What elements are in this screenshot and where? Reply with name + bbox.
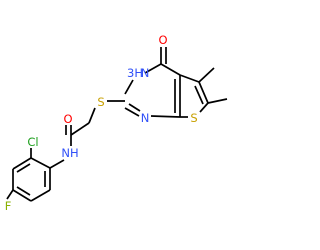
- bond-c5-c6-double: [194, 85, 204, 105]
- bond-c4a-c5: [179, 74, 200, 83]
- atom-s-thiophene: S: [190, 111, 197, 125]
- atom-cl: Cl: [27, 135, 38, 149]
- bond-c2-n1: [124, 107, 140, 117]
- bond-c6-methyl: [207, 98, 228, 104]
- bond-n1-c7a: [150, 115, 181, 118]
- bond-n3-c2: [124, 79, 134, 95]
- bond-ph-2-3: [12, 157, 32, 170]
- atom-s-linker: S: [97, 95, 104, 109]
- molecule-structure: O 3H N N S S O NH Cl F: [5, 33, 228, 213]
- bond-ph-5-6: [30, 189, 51, 202]
- bond-ph-2-3-double: [16, 163, 31, 173]
- atom-o-ketone: O: [158, 33, 167, 47]
- bond-c2-n1-double: [128, 103, 141, 112]
- atom-n-ring-b: N: [141, 111, 150, 125]
- bond-s-ch2: [88, 107, 96, 124]
- bond-ph-4-5: [12, 189, 32, 202]
- bond-ph-f: [6, 189, 14, 200]
- atom-label-group: O 3H N N S S O NH Cl F: [5, 33, 198, 213]
- atom-n-ring-a: N: [141, 66, 150, 80]
- bond-ph-1-2: [30, 157, 51, 169]
- atom-o-amide: O: [63, 112, 72, 126]
- bond-ch2-co: [70, 122, 90, 136]
- bond-ph-4-5-double: [16, 186, 31, 196]
- bond-n-aryl: [49, 159, 65, 169]
- atom-f: F: [5, 199, 12, 213]
- bond-c5-methyl: [198, 67, 215, 83]
- bond-c6-s7: [199, 102, 209, 113]
- bond-c5-c6: [198, 81, 209, 104]
- atom-n-ring-nh: 3H: [127, 66, 143, 80]
- bond-group: [6, 47, 228, 202]
- bond-c4-n3: [144, 63, 162, 74]
- atom-n-amide: NH: [61, 146, 78, 160]
- bond-c4-c4a: [160, 63, 181, 76]
